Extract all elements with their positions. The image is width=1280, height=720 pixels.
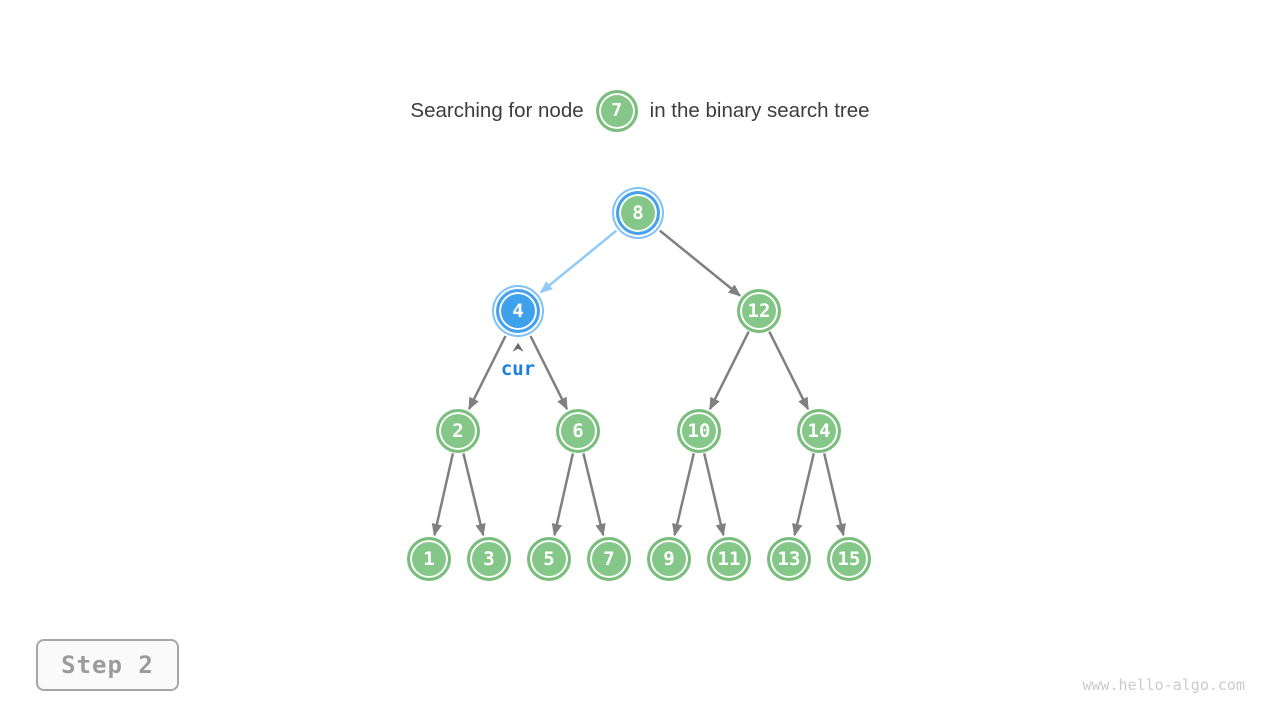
tree-node-7: 7	[587, 537, 631, 581]
title-target-node: 7	[595, 90, 638, 132]
tree-node-value: 2	[452, 419, 464, 442]
tree-node-11: 11	[707, 537, 751, 581]
tree-node-12: 12	[737, 289, 781, 333]
tree-node-value: 1	[423, 547, 435, 570]
tree-node-4: 4	[496, 289, 540, 333]
tree-node-8: 8	[616, 191, 660, 235]
cur-pointer: cur	[488, 341, 548, 380]
tree-edge-4-6	[529, 335, 569, 411]
tree-edge-4-2	[467, 335, 507, 411]
tree-node-10: 10	[677, 409, 721, 453]
tree-edge-14-13	[792, 453, 816, 537]
tree-edge-8-4	[539, 229, 618, 294]
step-badge: Step 2	[36, 639, 179, 691]
tree-node-value: 14	[807, 419, 831, 442]
tree-edge-6-7	[582, 453, 606, 537]
title-prefix: Searching for node	[410, 99, 584, 122]
tree-node-value: 10	[687, 419, 711, 442]
tree-edge-12-14	[768, 331, 810, 411]
tree-edge-6-5	[551, 453, 575, 537]
tree-node-3: 3	[467, 537, 511, 581]
tree-node-15: 15	[827, 537, 871, 581]
tree-edge-2-1	[431, 453, 455, 537]
tree-node-value: 12	[747, 299, 771, 322]
title-suffix: in the binary search tree	[649, 99, 870, 122]
tree-node-value: 15	[837, 547, 861, 570]
title-target-value: 7	[611, 100, 623, 121]
tree-node-value: 7	[603, 547, 615, 570]
diagram-title: Searching for node 7 in the binary searc…	[0, 86, 1280, 136]
tree-node-value: 8	[632, 201, 644, 224]
tree-node-6: 6	[556, 409, 600, 453]
tree-node-5: 5	[527, 537, 571, 581]
tree-edge-8-12	[659, 229, 741, 297]
tree-edge-10-11	[702, 453, 726, 537]
watermark: www.hello-algo.com	[1082, 676, 1245, 694]
cur-arrow-icon	[512, 342, 524, 352]
tree-edge-10-9	[672, 453, 696, 537]
tree-node-value: 9	[663, 547, 675, 570]
tree-node-13: 13	[767, 537, 811, 581]
tree-node-value: 13	[777, 547, 801, 570]
cur-label: cur	[500, 358, 536, 380]
tree-node-value: 3	[483, 547, 495, 570]
tree-edge-12-10	[708, 331, 750, 411]
tree-node-value: 6	[572, 419, 584, 442]
tree-node-14: 14	[797, 409, 841, 453]
tree-edge-2-3	[462, 453, 486, 537]
tree-node-value: 5	[543, 547, 555, 570]
tree-edge-14-15	[822, 453, 846, 537]
tree-node-1: 1	[407, 537, 451, 581]
tree-node-2: 2	[436, 409, 480, 453]
tree-node-value: 11	[717, 547, 741, 570]
tree-node-9: 9	[647, 537, 691, 581]
tree-node-value: 4	[512, 299, 524, 322]
